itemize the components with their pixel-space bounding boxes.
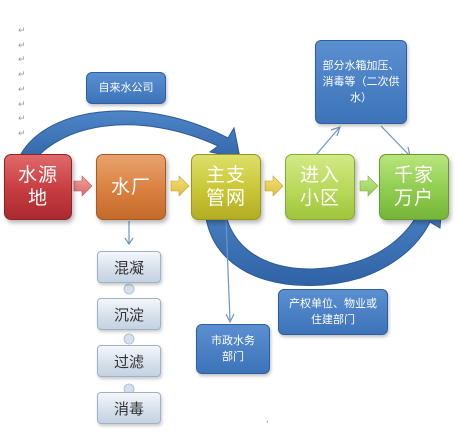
paragraph-mark: ↵ xyxy=(18,84,26,95)
step-sedimentation: 沉淀 xyxy=(97,298,161,330)
callout-municipal: 市政水务 部门 xyxy=(196,324,270,374)
node-households: 千家 万户 xyxy=(379,154,449,220)
node-water-plant: 水厂 xyxy=(96,154,166,220)
step-filtration: 过滤 xyxy=(97,345,161,377)
stray-tick-mark: ' xyxy=(266,420,269,430)
step-coagulation: 混凝 xyxy=(97,251,161,283)
community-to-secondary-line xyxy=(314,127,340,157)
pipe-to-municipal-head xyxy=(225,313,235,324)
plant-to-steps-head xyxy=(124,237,134,246)
node-water-source: 水源 地 xyxy=(4,154,72,220)
node-main-pipe: 主支 管网 xyxy=(191,154,261,220)
secondary-to-households-line xyxy=(380,125,410,156)
paragraph-mark: ↵ xyxy=(18,70,26,81)
paragraph-mark: ↵ xyxy=(18,99,26,110)
paragraph-mark: ↵ xyxy=(18,26,26,36)
paragraph-mark: ↵ xyxy=(18,114,26,125)
flow-arrow-4 xyxy=(359,175,379,197)
callout-secondary-supply: 部分水箱加压、 消毒等（二次供 水） xyxy=(315,40,407,124)
paragraph-mark: ↵ xyxy=(18,40,26,51)
step-link-2 xyxy=(123,333,135,345)
callout-water-company: 自来水公司 xyxy=(86,72,166,104)
pipe-to-municipal-line xyxy=(225,219,231,321)
paragraph-mark: ↵ xyxy=(18,55,26,66)
flow-arrow-3 xyxy=(264,175,284,197)
callout-property-units: 产权单位、物业或 住建部门 xyxy=(278,289,388,335)
flow-arrow-1 xyxy=(73,175,93,197)
flow-arrow-2 xyxy=(170,175,190,197)
community-to-secondary-head xyxy=(330,126,341,137)
step-link-1 xyxy=(123,283,135,295)
node-enter-community: 进入 小区 xyxy=(285,154,355,220)
paragraph-mark: ↵ xyxy=(18,128,26,139)
step-disinfection: 消毒 xyxy=(97,392,161,424)
paragraph-marks: ↵ ↵ ↵ ↵ ↵ ↵ ↵ ↵ xyxy=(18,24,26,142)
top-curved-arrow xyxy=(17,110,241,167)
